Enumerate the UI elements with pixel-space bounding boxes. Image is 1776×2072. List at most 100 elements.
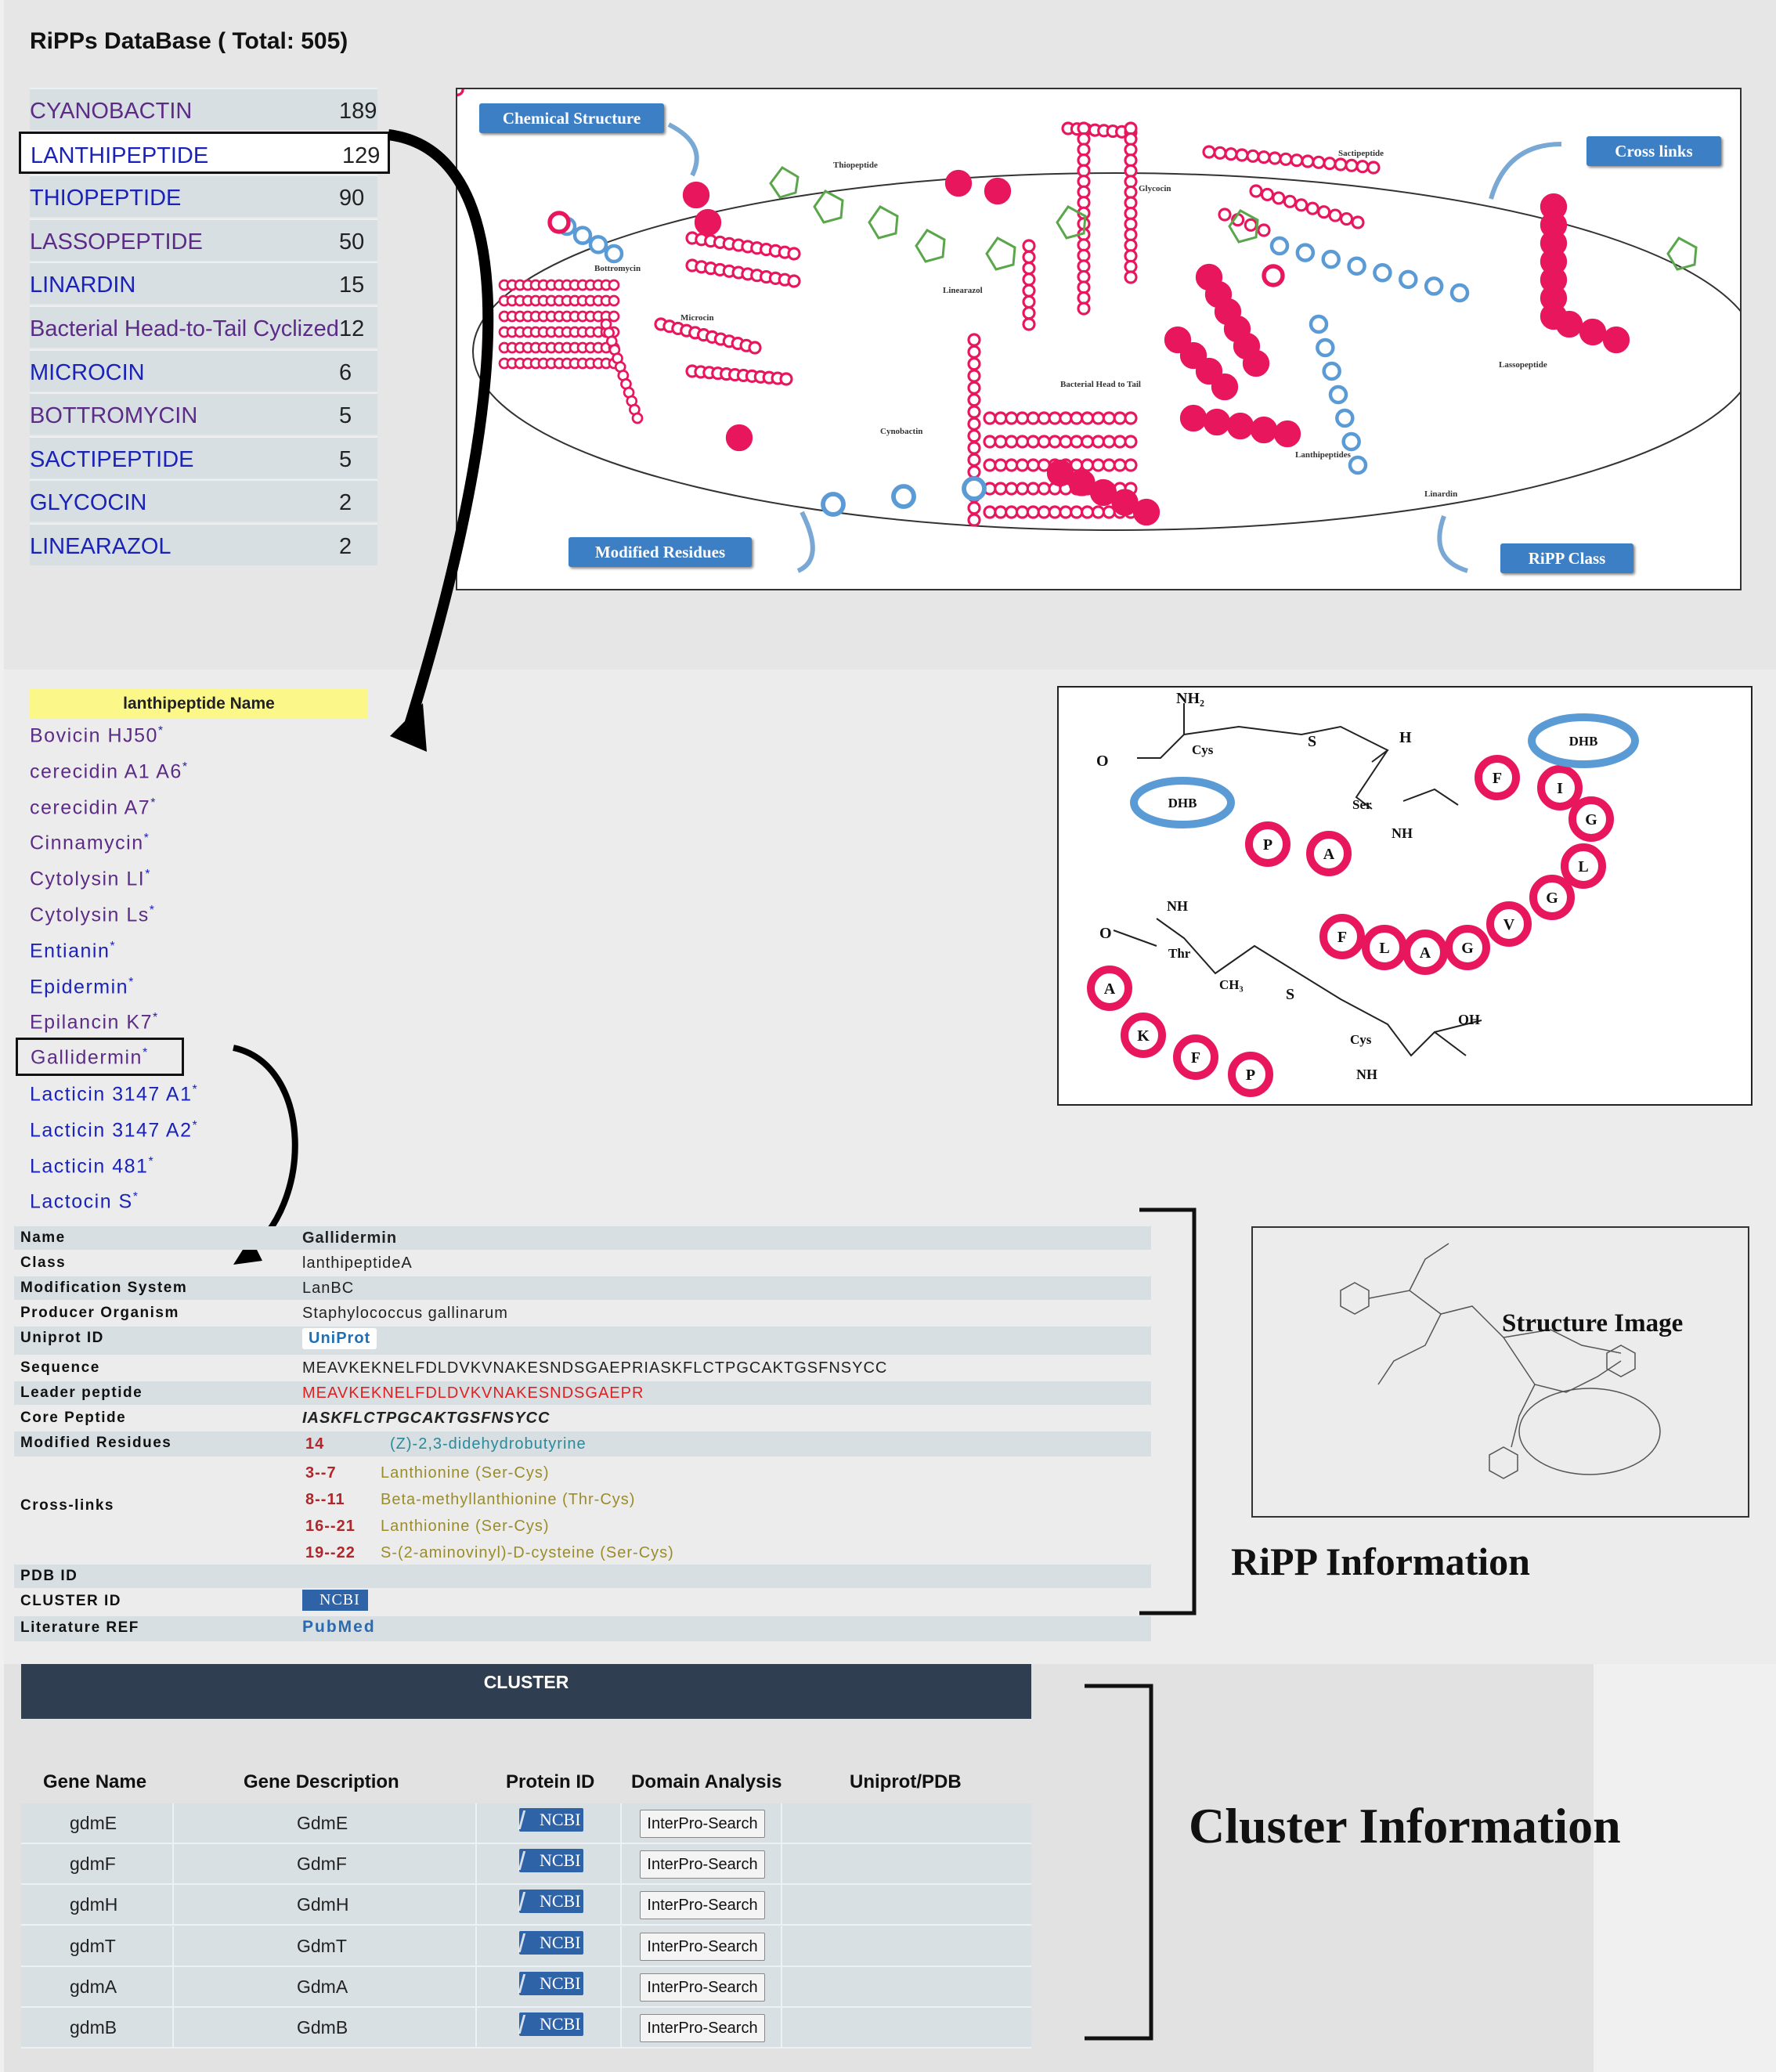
lanthipeptide-item[interactable]: Lactocin S* — [30, 1190, 139, 1213]
interpro-search-button[interactable]: InterPro-Search — [640, 1810, 765, 1838]
lanthipeptide-item[interactable]: Gallidermin* — [16, 1038, 184, 1077]
lanthipeptide-item[interactable]: cerecidin A1 A6* — [30, 760, 189, 783]
residue-ring — [1235, 148, 1249, 162]
lanthipeptide-name[interactable]: Bovicin HJ50 — [30, 724, 158, 747]
lanthipeptide-item[interactable]: Cytolysin LI* — [30, 868, 151, 890]
lanthipeptide-name[interactable]: Epidermin — [30, 975, 129, 998]
category-name[interactable]: THIOPEPTIDE — [30, 186, 182, 211]
lanthipeptide-name[interactable]: cerecidin A7 — [30, 796, 151, 818]
ncbi-protein-link[interactable]: NCBI — [519, 1890, 583, 1914]
lanthipeptide-item[interactable]: Epidermin* — [30, 976, 135, 998]
residue-ring — [1015, 435, 1030, 449]
residue-ring — [1022, 306, 1036, 320]
info-value: lanthipeptideA — [302, 1254, 413, 1272]
asterisk: * — [152, 1011, 159, 1025]
interpro-search-button[interactable]: InterPro-Search — [640, 2014, 765, 2042]
lanthipeptide-name[interactable]: Lactocin S — [30, 1190, 133, 1213]
residue-ring — [967, 465, 981, 479]
pubmed-link[interactable]: PubMed — [302, 1618, 376, 1636]
curved-arrows — [667, 122, 1562, 573]
ncbi-protein-link[interactable]: NCBI — [519, 1849, 583, 1873]
residue-filled — [1211, 373, 1239, 401]
lanthipeptide-name[interactable]: Cytolysin LI — [30, 868, 146, 890]
residue-ring — [1077, 259, 1091, 273]
cluster-information-label: Cluster Information — [1189, 1798, 1621, 1854]
nh-label-1: NH — [1392, 825, 1413, 841]
interpro-search-button[interactable]: InterPro-Search — [640, 1891, 765, 1920]
lanthipeptide-item[interactable]: Lacticin 481* — [30, 1155, 154, 1178]
lanthipeptide-item[interactable]: Cinnamycin* — [30, 832, 150, 854]
bond-lines — [1113, 703, 1482, 1057]
residue-ring — [1005, 458, 1019, 472]
residue-ring — [1070, 435, 1084, 449]
residue-ring — [608, 294, 620, 307]
residue-ring — [1037, 505, 1051, 519]
residue-ring — [631, 412, 644, 424]
cluster-header: Gene Name — [43, 1771, 147, 1792]
category-name[interactable]: MICROCIN — [30, 359, 145, 385]
interpro-search-button[interactable]: InterPro-Search — [640, 1973, 765, 2002]
lanthipeptide-item[interactable]: Cytolysin Ls* — [30, 904, 156, 926]
lanthipeptide-item[interactable]: Lacticin 3147 A2* — [30, 1119, 198, 1142]
ncbi-protein-link[interactable]: NCBI — [519, 1971, 583, 1995]
residue-ring — [983, 435, 997, 449]
uniprot-link[interactable]: UniProt — [302, 1328, 377, 1349]
category-name[interactable]: LASSOPEPTIDE — [30, 229, 203, 254]
lanthipeptide-name[interactable]: Lacticin 3147 A1 — [30, 1083, 193, 1106]
category-name[interactable]: GLYCOCIN — [30, 490, 147, 516]
ncbi-protein-link[interactable]: NCBI — [519, 1930, 583, 1955]
residue-ring — [1124, 132, 1138, 146]
info-label: Name — [20, 1229, 66, 1246]
cell-divider — [620, 1885, 622, 1926]
category-row[interactable]: THIOPEPTIDE 90 — [30, 175, 377, 218]
lanthipeptide-name[interactable]: Epilancin K7 — [30, 1011, 153, 1034]
residue-filled — [1132, 498, 1161, 526]
ncbi-protein-link[interactable]: NCBI — [519, 1808, 583, 1832]
category-name[interactable]: CYANOBACTIN — [30, 99, 193, 124]
lanthipeptide-name[interactable]: Lacticin 3147 A2 — [30, 1119, 193, 1142]
lanthipeptide-name[interactable]: Lacticin 481 — [30, 1154, 149, 1177]
residue-letter: A — [1104, 980, 1116, 998]
cys-label-1: Cys — [1192, 742, 1214, 757]
category-name[interactable]: LANTHIPEPTIDE — [31, 143, 209, 168]
residue-ring — [994, 411, 1008, 425]
ncbi-protein-link[interactable]: NCBI — [519, 2012, 583, 2036]
cell-divider — [620, 1844, 622, 1886]
interpro-search-button[interactable]: InterPro-Search — [640, 1932, 765, 1961]
residue-ring — [1048, 505, 1062, 519]
category-count: 90 — [339, 186, 365, 211]
lanthipeptide-name[interactable]: Cinnamycin — [30, 832, 144, 854]
lanthipeptide-item[interactable]: cerecidin A7* — [30, 796, 157, 819]
lanthipeptide-item[interactable]: Epilancin K7* — [30, 1011, 159, 1034]
lanthipeptide-name[interactable]: cerecidin A1 A6 — [30, 760, 182, 783]
category-name[interactable]: LINARDIN — [30, 273, 136, 298]
ncbi-cluster-link[interactable]: NCBI — [302, 1590, 368, 1611]
category-name[interactable]: Bacterial Head-to-Tail Cyclized — [30, 316, 339, 341]
cell-divider — [475, 1926, 477, 1967]
interpro-search-button[interactable]: InterPro-Search — [640, 1850, 765, 1879]
arrow-cross — [1489, 142, 1562, 200]
category-name[interactable]: BOTTROMYCIN — [30, 403, 198, 429]
lanthipeptide-name[interactable]: Entianin — [30, 940, 110, 962]
lanthipeptide-item[interactable]: Bovicin HJ50* — [30, 724, 164, 747]
residue-ring — [1124, 270, 1138, 284]
residue-ring — [1124, 411, 1138, 425]
lanthipeptide-name[interactable]: Cytolysin Ls — [30, 904, 150, 926]
residue-ring — [1124, 228, 1138, 242]
category-name[interactable]: LINEARAZOL — [30, 534, 171, 559]
residue-ring — [994, 505, 1008, 519]
lanthipeptide-name[interactable]: Gallidermin — [31, 1046, 143, 1069]
lanthipeptide-item[interactable]: Entianin* — [30, 940, 116, 962]
category-name[interactable]: SACTIPEPTIDE — [30, 446, 194, 472]
lanthipeptide-item[interactable]: Lacticin 3147 A1* — [30, 1083, 198, 1106]
